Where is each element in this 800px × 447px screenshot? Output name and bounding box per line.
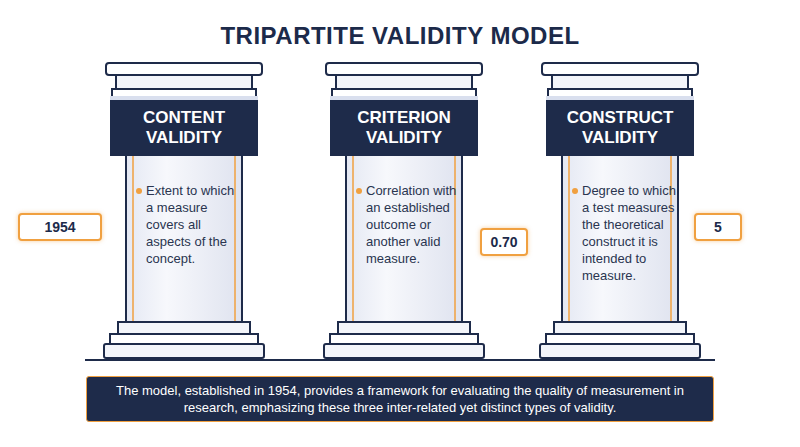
pillar-description: Degree to which a test measures the theo… <box>582 182 676 284</box>
diagram-title: TRIPARTITE VALIDITY MODEL <box>0 22 800 50</box>
pillar-heading: CRITERION VALIDITY <box>330 96 478 156</box>
bullet-dot <box>572 188 578 194</box>
callout-number: 1954 <box>18 213 102 241</box>
callout-number: 0.70 <box>480 228 528 256</box>
pillar-heading: CONSTRUCT VALIDITY <box>546 96 694 156</box>
pillar: CONTENT VALIDITY Extent to which a measur… <box>104 60 264 360</box>
bullet-dot <box>356 188 362 194</box>
caption-box: The model, established in 1954, provides… <box>86 376 714 422</box>
callout-text: 1954 <box>44 219 75 235</box>
pillar: CONSTRUCT VALIDITY Degree to which a test… <box>540 60 700 360</box>
callout-text: 0.70 <box>490 234 517 250</box>
callout-number: 5 <box>694 213 742 241</box>
pillar-description: Extent to which a measure covers all asp… <box>146 182 240 267</box>
bullet-dot <box>136 188 142 194</box>
callout-text: 5 <box>714 219 722 235</box>
pillar: CRITERION VALIDITY Correlation with an es… <box>324 60 484 360</box>
pillar-description: Correlation with an established outcome … <box>366 182 460 267</box>
pillar-heading: CONTENT VALIDITY <box>110 96 258 156</box>
